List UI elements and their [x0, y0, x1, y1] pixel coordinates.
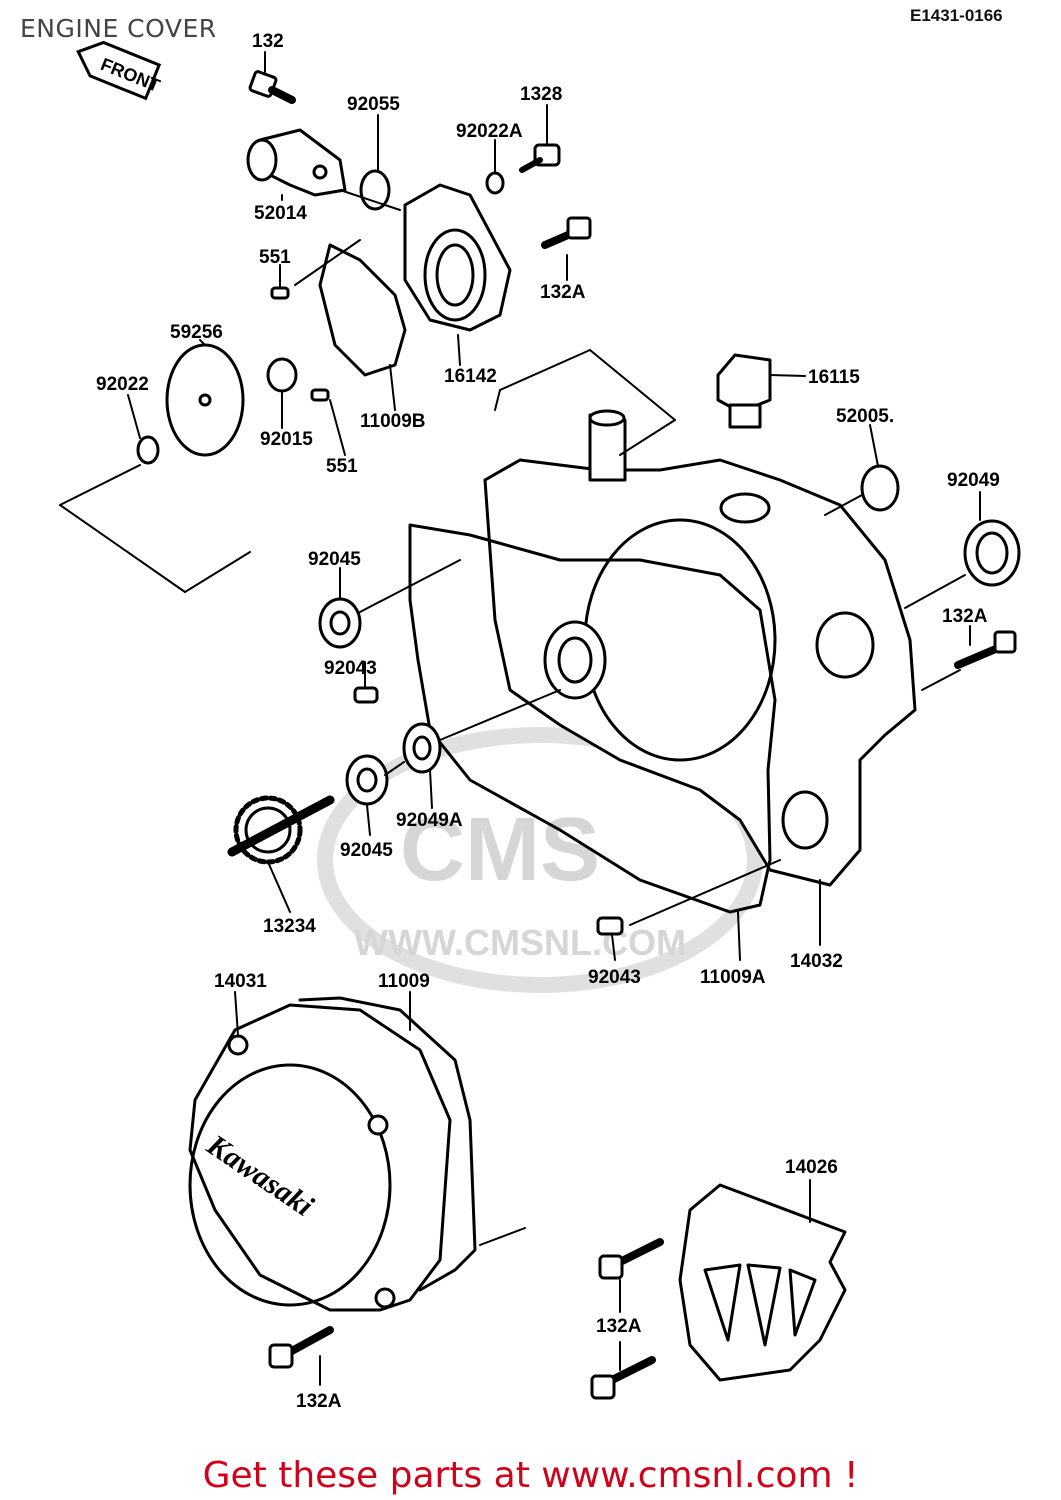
part-label: 132A: [540, 282, 586, 303]
part-label: 92045: [308, 549, 361, 570]
part-label: 92022A: [456, 121, 523, 142]
part-label: 92049A: [396, 810, 463, 831]
part-labels: 132 92055 1328 92022A 52014 551 132A 592…: [96, 31, 1000, 1412]
part-label: 92043: [324, 658, 377, 679]
part-label: 551: [326, 456, 358, 477]
washer-icon: [485, 171, 505, 195]
part-label: 16142: [444, 366, 497, 387]
washer-icon: [136, 435, 160, 465]
front-arrow: FRONT: [76, 40, 163, 101]
part-label: 59256: [170, 322, 223, 343]
part-label: 13234: [263, 916, 316, 937]
bearing-92045-upper-icon: [318, 597, 362, 649]
hose-fitting-icon: [246, 128, 347, 197]
bolt-132a-right-icon: [954, 630, 1017, 669]
part-label: 1328: [520, 84, 562, 105]
part-label: 92043: [588, 967, 641, 988]
bolt-132-icon: [248, 70, 296, 104]
part-label: 92055: [347, 94, 400, 115]
bearing-92045-lower-icon: [345, 754, 389, 806]
dowel-92043-icon: [353, 686, 379, 704]
sprocket-cover-icon: [678, 1183, 847, 1382]
bolt-1328-icon: [519, 143, 561, 173]
dowel-pin-icon: [270, 286, 290, 300]
part-label: 92049: [947, 470, 1000, 491]
part-label: 92045: [340, 840, 393, 861]
pump-cover-icon: [403, 183, 512, 332]
bolt-132a-lower-icon: [268, 1326, 334, 1369]
part-label: 132A: [296, 1391, 342, 1412]
clutch-cover-icon: [483, 409, 917, 887]
part-label: 11009: [378, 971, 430, 992]
dowel-pin-icon: [310, 388, 330, 402]
bolt-132a-guard-lower-icon: [590, 1356, 656, 1400]
footer-cta[interactable]: Get these parts at www.cmsnl.com !: [202, 1455, 859, 1496]
bolt-132a-upper-icon: [541, 216, 592, 249]
gasket-11009a-icon: [408, 523, 777, 914]
part-label: 52014: [254, 203, 307, 224]
plug-icon: [860, 464, 900, 512]
part-label: 132A: [596, 1316, 642, 1337]
part-label: 132: [252, 31, 284, 52]
watermark-brand: CMS: [400, 800, 600, 900]
oil-filler-cap-icon: [716, 353, 772, 429]
bearing-92049a-icon: [402, 722, 442, 774]
impeller-icon: [165, 343, 245, 457]
o-ring-icon: [359, 169, 391, 211]
gasket-11009b-icon: [318, 243, 407, 377]
dowel-92043-icon: [596, 916, 624, 936]
part-label: 14026: [785, 1157, 838, 1178]
page-title: ENGINE COVER: [20, 14, 217, 43]
bolt-132a-guard-upper-icon: [598, 1238, 664, 1280]
part-label: 92022: [96, 374, 149, 395]
part-label: 11009B: [360, 411, 426, 432]
part-label: 14031: [214, 971, 267, 992]
part-label: 16115: [808, 367, 860, 388]
gasket-11009-icon: [298, 996, 477, 1292]
watermark-url: WWW.CMSNL.COM: [354, 922, 686, 963]
part-label: 551: [259, 247, 291, 268]
part-label: 92015: [260, 429, 313, 450]
part-label: 11009A: [700, 967, 766, 988]
part-label: 52005.: [836, 406, 894, 427]
generator-cover-icon: [188, 1003, 452, 1312]
watermark: CMS WWW.CMSNL.COM: [317, 727, 763, 993]
part-label: 14032: [790, 951, 843, 972]
nut-icon: [266, 357, 298, 393]
oil-seal-icon: [963, 519, 1021, 587]
part-label: 132A: [942, 606, 988, 627]
diagram-code: E1431-0166: [910, 6, 1003, 25]
gear-shaft-icon: [227, 795, 335, 865]
